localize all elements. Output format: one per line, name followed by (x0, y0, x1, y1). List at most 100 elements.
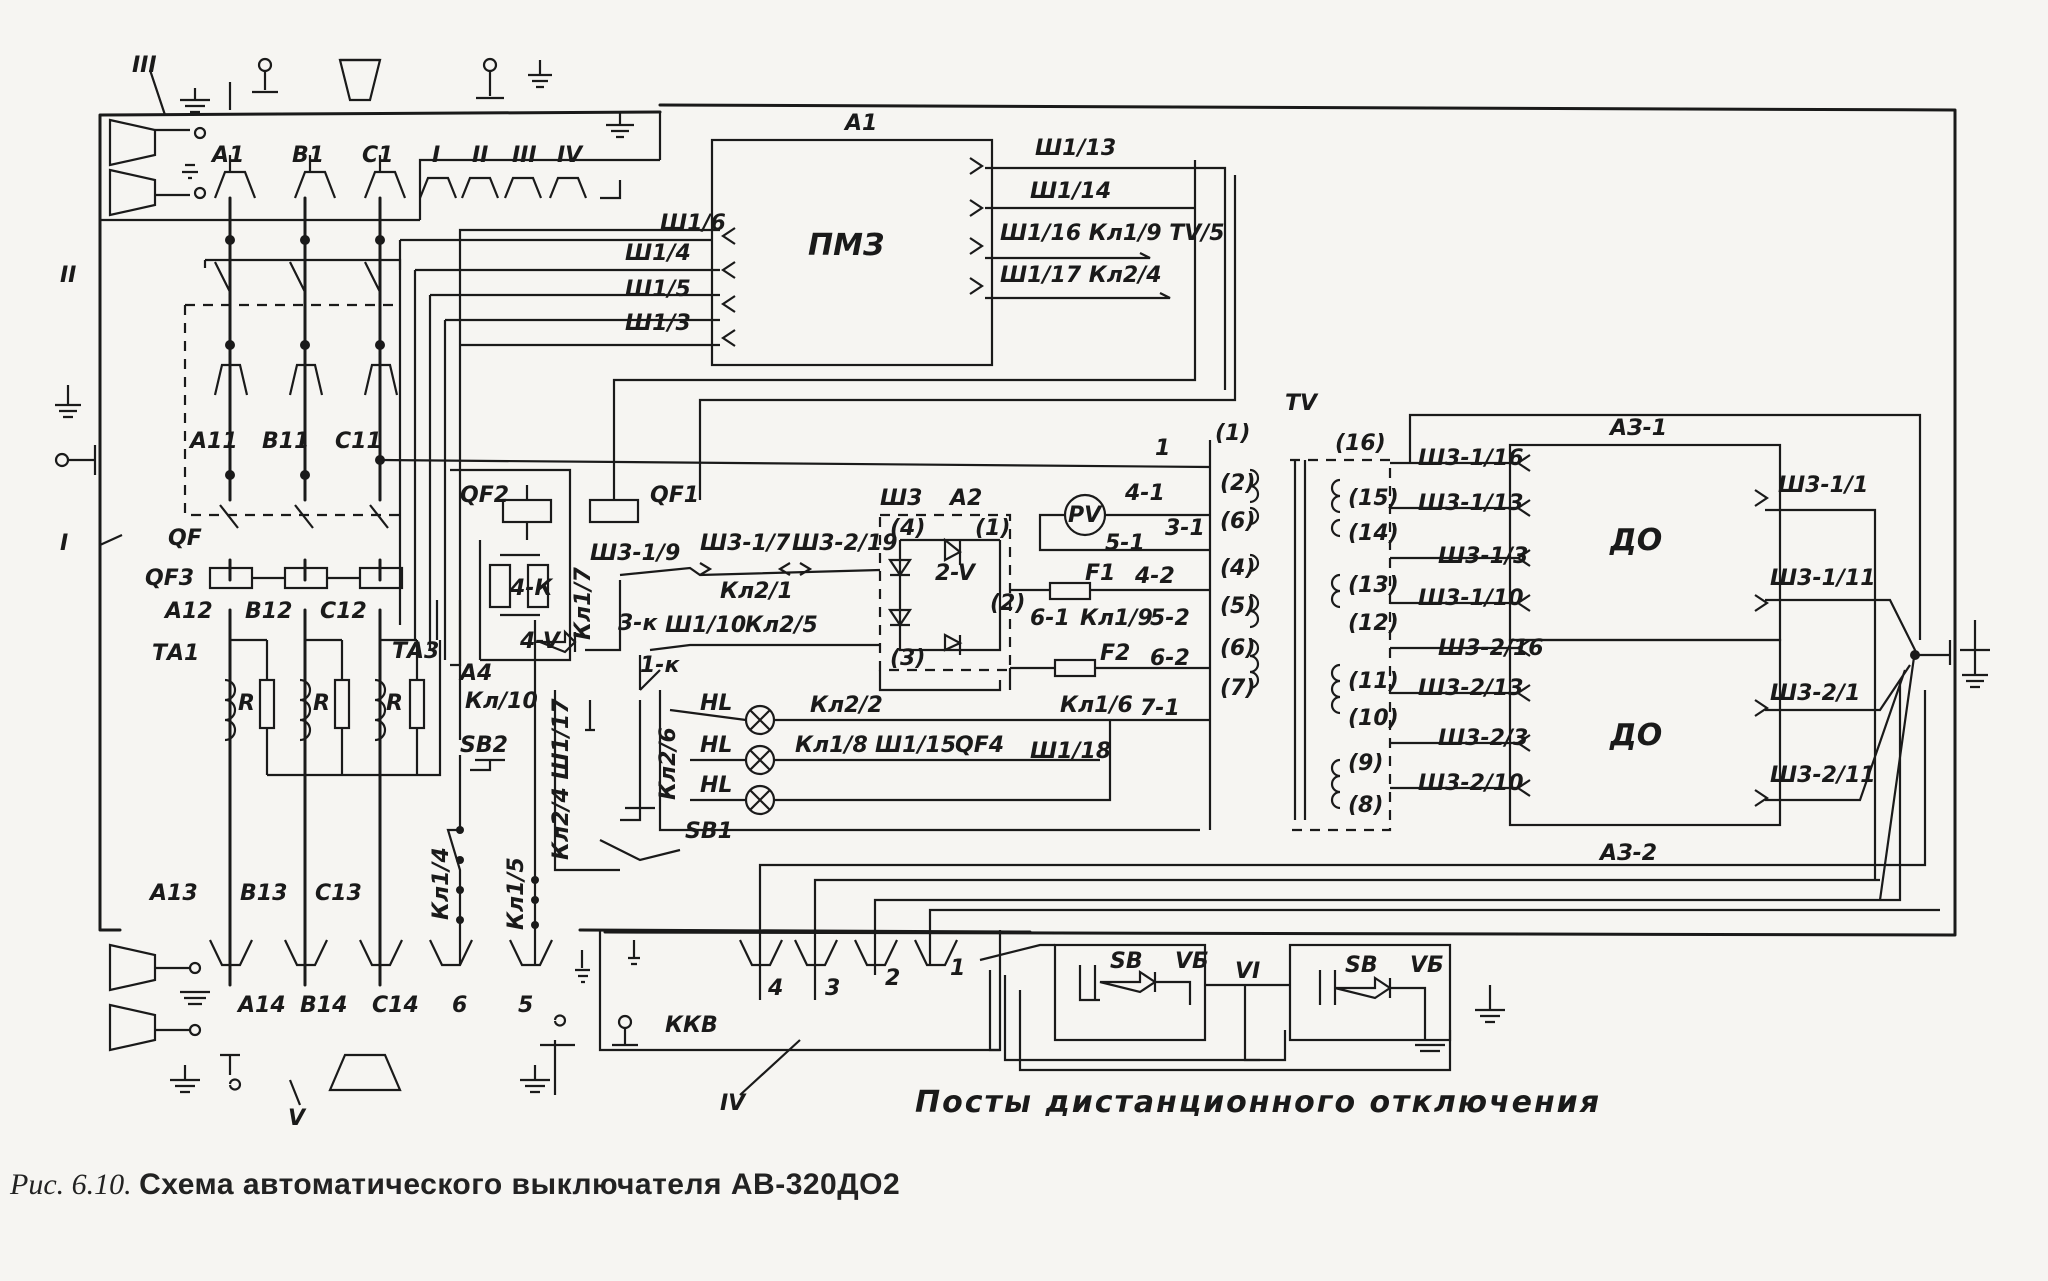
top-connectors (108, 57, 634, 217)
diagram-label: Кл2/1 (720, 579, 793, 604)
diagram-label: 2 (885, 966, 900, 991)
diagram-label: А4 (458, 661, 492, 686)
block-a3: АЗ-1 АЗ-2 ДО ДО Ш3-1/16 Ш3-1/13 Ш3-1/3 Ш… (1390, 413, 1990, 901)
diagram-label: ДО (1609, 523, 1662, 558)
diagram-label: С13 (315, 881, 362, 906)
diagram-label: SB (1110, 949, 1143, 974)
diagram-label: Ш3-1/1 (1778, 473, 1868, 498)
diagram-label: QF1 (650, 483, 699, 508)
diagram-label: 3 (825, 976, 840, 1001)
tv-transformer: TV (1) (2) (6) (4) (5) (6) (7) 1 3-1 4-1… (379, 391, 1399, 832)
diagram-label: SB (1345, 953, 1378, 978)
left-ground-and-terminal (54, 385, 97, 475)
diagram-label: ДО (1609, 718, 1662, 753)
diagram-label: F1 (1085, 561, 1115, 586)
diagram-label: SB2 (460, 733, 508, 758)
diagram-label: III (512, 143, 537, 168)
diagram-label: А14 (236, 993, 286, 1018)
left-control-wiring: А4 Кл/10 SB2 Кл1/4 Кл1/5 Кл2/4 Ш1/17 (398, 238, 720, 965)
diagram-label: 1-к (640, 653, 680, 678)
diagram-label: (1) (1215, 421, 1250, 446)
diagram-label: Ш3 (880, 486, 923, 511)
diagram-label: В14 (300, 993, 347, 1018)
diagram-label: 6 (452, 993, 467, 1018)
diagram-label: 3-к (618, 611, 658, 636)
diagram-label: II (472, 143, 488, 168)
main-enclosure (98, 110, 1032, 1052)
diagram-label: R (313, 691, 330, 716)
diagram-label: Ш3-2/3 (1438, 726, 1528, 751)
diagram-label: 4-К (509, 576, 553, 601)
diagram-label: А13 (148, 881, 198, 906)
diagram-label: IV (557, 143, 584, 168)
diagram-label: I (432, 143, 440, 168)
diagram-label: 3-1 (1165, 516, 1205, 541)
diagram-label: R (238, 691, 255, 716)
diagram-label: Кл2/2 (810, 693, 883, 718)
diagram-label: Ш3-1/10 (1418, 586, 1524, 611)
diagram-label: (12) (1348, 611, 1399, 636)
figure-caption: Рис. 6.10. Схема автоматического выключа… (10, 1168, 900, 1202)
diagram-label: Ш1/3 (625, 311, 691, 336)
diagram-label: (14) (1348, 521, 1399, 546)
diagram-label: 1 (1155, 436, 1170, 461)
diagram-label: Ш1/6 (660, 211, 726, 236)
diagram-label: Кл1/4 (429, 847, 454, 920)
block-a1-pmz: А1 ПМЗ Ш1/6 Ш1/4 Ш1/5 Ш1/3 Ш1/13 Ш1/14 Ш… (625, 111, 1227, 390)
diagram-label: ПМЗ (808, 228, 884, 263)
diagram-label: В11 (262, 429, 309, 454)
diagram-label: Кл1/5 (504, 857, 529, 930)
diagram-label: Кл2/4 Ш1/17 (549, 698, 574, 860)
diagram-label: (2) (1220, 471, 1255, 496)
diagram-label: QF3 (145, 566, 194, 591)
diagram-label: HL (700, 733, 732, 758)
diagram-label: (9) (1348, 751, 1383, 776)
roman-label-ii: II (60, 263, 76, 288)
diagram-label: А11 (188, 429, 238, 454)
diagram-label: F2 (1100, 641, 1130, 666)
diagram-label: (10) (1348, 706, 1399, 731)
diagram-label: Ш3-1/16 (1418, 446, 1524, 471)
diagram-label: (6) (1220, 636, 1255, 661)
figure-ref: Рис. 6.10. (10, 1168, 132, 1201)
diagram-label: А2 (948, 486, 982, 511)
diagram-label: ККВ (665, 1013, 718, 1038)
current-transformers: ТА1 ТА3 R R R (152, 228, 720, 777)
diagram-label: (4) (1220, 556, 1255, 581)
diagram-label: 6-2 (1150, 646, 1190, 671)
figure-title: Схема автоматического выключателя АВ-320… (139, 1168, 901, 1201)
phase-conductors: А11 В11 С11 QF QF3 А12 В12 С12 (145, 196, 404, 987)
diagram-label: (2) (990, 591, 1025, 616)
diagram-label: В13 (240, 881, 287, 906)
bottom-terminals: А13 В13 С13 А14 В14 С14 6 5 ККВ 4 3 2 1 (108, 680, 1940, 1095)
diagram-label: QF4 (955, 733, 1004, 758)
diagram-label: Ш3-1/13 (1418, 491, 1524, 516)
diagram-label: 5-2 (1150, 606, 1190, 631)
diagram-label: Ш1/15 (875, 733, 956, 758)
roman-label-iii: III (132, 53, 157, 78)
diagram-label: 2-V (935, 561, 977, 586)
diagram-label: TV (1285, 391, 1319, 416)
diagram-label: В12 (245, 599, 292, 624)
top-phase-terminals: А1 В1 С1 I II III IV (210, 143, 622, 200)
diagram-label: (1) (975, 516, 1010, 541)
diagram-label: Ш1/4 (625, 241, 691, 266)
diagram-label: (13) (1348, 573, 1399, 598)
diagram-label: Ш1/13 (1035, 136, 1116, 161)
diagram-label: QF2 (460, 483, 509, 508)
diagram-label: С1 (362, 143, 393, 168)
diagram-label: В1 (292, 143, 324, 168)
diagram-label: С14 (372, 993, 419, 1018)
sb1-switch: SB1 (585, 700, 733, 862)
diagram-label: Ш1/14 (1030, 179, 1111, 204)
diagram-label: Ш3-2/1 (1770, 681, 1860, 706)
diagram-label: (11) (1348, 669, 1399, 694)
diagram-label: Кл/10 (465, 689, 538, 714)
diagram-label: Ш1/17 Кл2/4 (1000, 263, 1162, 288)
diagram-label: А1 (843, 111, 877, 136)
diagram-label: QF (168, 526, 202, 551)
diagram-label: Кл2/5 (745, 613, 818, 638)
diagram-label: Кл1/8 (795, 733, 868, 758)
diagram-label: Ш3-1/9 (590, 541, 680, 566)
roman-label-v: V (288, 1106, 307, 1131)
